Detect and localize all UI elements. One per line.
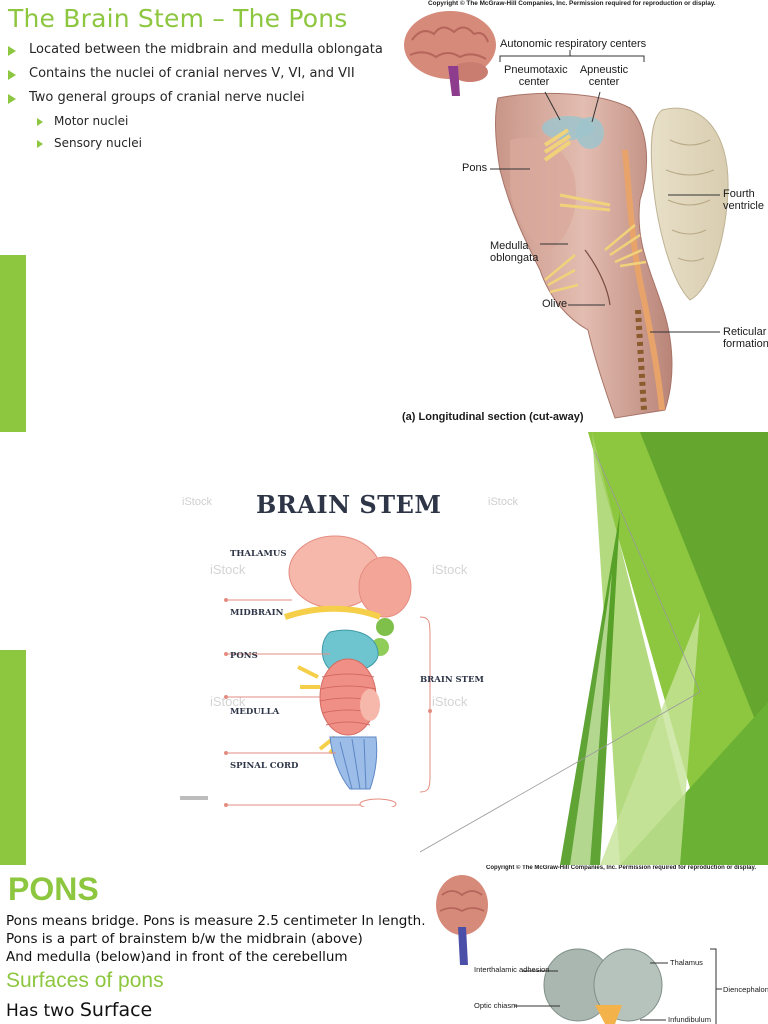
watermark-text: iStock [182,496,212,508]
decorative-triangles [419,432,768,865]
diencephalon-figure: Copyright © The McGraw-Hill Companies, I… [430,865,768,1024]
watermark-text: iStock [210,562,246,577]
surfaces-heading: Surfaces of pons [6,969,164,992]
pons-text-line: And medulla (below)and in front of the c… [6,949,348,965]
slide-title: PONS [8,871,99,907]
watermark-text: iStock [210,694,246,709]
bullet-arrow-icon [8,46,16,56]
label-medulla: MEDULLA [230,707,280,717]
pons-section-figure: Copyright © The McGraw-Hill Companies, I… [400,0,768,432]
slide-accent-bar [0,255,26,432]
slide-brain-stem-pons: The Brain Stem – The Pons Located betwee… [0,0,768,432]
label-autonomic-centers: Autonomic respiratory centers [500,38,647,50]
watermark-badge [180,796,208,800]
surfaces-text: Has two Surface [6,999,153,1021]
brainstem-title: BRAIN STEM [256,490,442,519]
bullet-item: Two general groups of cranial nerve nucl… [8,86,383,110]
bullet-item: Contains the nuclei of cranial nerves V,… [8,62,383,86]
diencephalon-illustration [436,875,722,1024]
label-infundibulum: Infundibulum [668,1015,711,1024]
pons-text-line: Pons is a part of brainstem b/w the midb… [6,931,363,947]
label-pons: PONS [230,651,258,661]
watermark-text: iStock [432,562,468,577]
brain-stem-illustration [224,535,432,807]
copyright-notice: Copyright © The McGraw-Hill Companies, I… [428,0,716,7]
label-brain-stem: BRAIN STEM [420,675,484,685]
watermark-text: iStock [488,496,518,508]
copyright-notice: Copyright © The McGraw-Hill Companies, I… [486,865,757,871]
label-thalamus: Thalamus [670,958,703,967]
label-midbrain: MIDBRAIN [230,608,284,618]
bullet-arrow-icon [8,70,16,80]
bullet-item: Located between the midbrain and medulla… [8,38,383,62]
bullet-list: Located between the midbrain and medulla… [8,38,383,154]
watermark-text: iStock [432,694,468,709]
label-optic-chiasm: Optic chiasm [474,1001,518,1010]
bullet-arrow-icon [8,94,16,104]
slide-brain-stem-diagram: BRAIN STEM iStock iStock iStock iStock i… [0,432,768,865]
pons-section-illustration [404,11,729,419]
bullet-arrow-icon [37,140,43,148]
sub-bullet-item: Motor nuclei [8,110,383,132]
label-olive: Olive [542,298,568,310]
bullet-arrow-icon [37,118,43,126]
sub-bullet-item: Sensory nuclei [8,132,383,154]
slide-accent-bar [0,650,26,865]
label-thalamus: THALAMUS [230,549,287,559]
label-diencephalon: Diencephalon [723,985,768,994]
label-spinal-cord: SPINAL CORD [230,761,299,771]
label-pons: Pons [462,162,488,174]
slide-title: The Brain Stem – The Pons [8,4,348,33]
pons-text-line: Pons means bridge. Pons is measure 2.5 c… [6,913,426,929]
label-interthalamic: Interthalamic adhesion [474,965,550,974]
slide-pons: PONS Pons means bridge. Pons is measure … [0,865,768,1024]
figure-caption: (a) Longitudinal section (cut-away) [402,411,584,423]
